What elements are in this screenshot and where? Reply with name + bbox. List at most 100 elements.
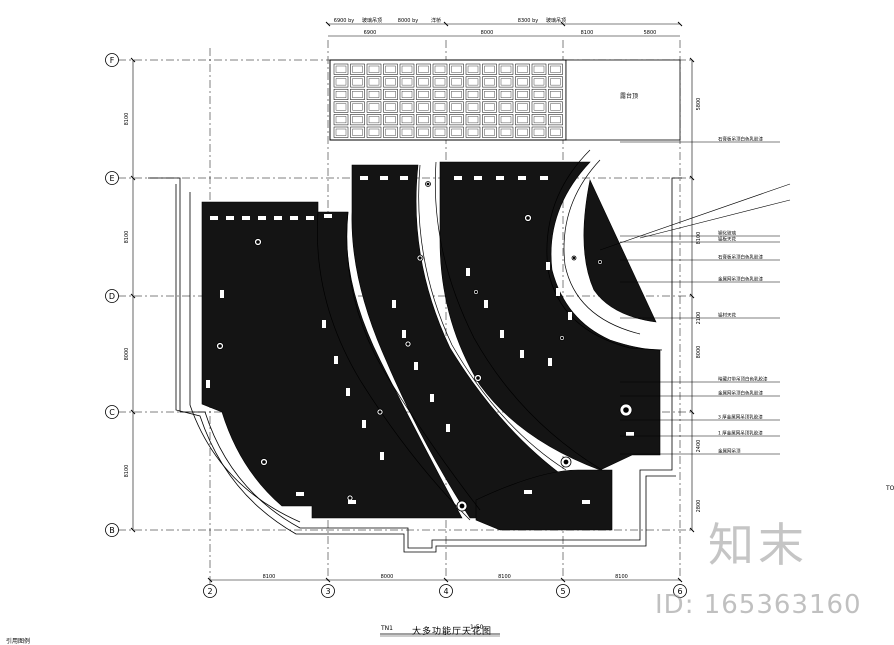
skylight-cell-frame (418, 65, 429, 73)
drawing-title: 大多功能厅天花图 (412, 627, 493, 637)
skylight-cell (416, 88, 431, 100)
skylight-cell-frame (434, 103, 446, 111)
skylight-cell-frame (335, 78, 347, 86)
callout-label: 钢化玻璃 (718, 230, 736, 237)
skylight-cell (531, 101, 547, 113)
dimension-label: 8000 by (398, 18, 418, 24)
skylight-cell (531, 88, 547, 100)
skylight-cell-frame (467, 128, 479, 136)
skylight-cell-frame (484, 65, 495, 73)
skylight-cell-frame (550, 116, 561, 124)
svg-text:3: 3 (325, 587, 330, 596)
skylight-cell-frame (401, 78, 413, 86)
ceiling-panels (201, 161, 661, 531)
skylight-cell (399, 126, 415, 138)
skylight-cell-frame (418, 91, 429, 98)
skylight-cell (531, 114, 547, 126)
skylight-cell-frame (368, 91, 380, 98)
light-tag (496, 176, 504, 180)
skylight-cell-frame (335, 128, 347, 136)
skylight-cell-frame (500, 78, 512, 86)
light-tags (206, 176, 634, 504)
light-tag (290, 216, 298, 220)
skylight-cell-frame (434, 116, 446, 124)
skylight-cell-frame (434, 91, 446, 98)
grid-bubble-row-c: C (105, 405, 119, 419)
skylight-cell (416, 126, 431, 138)
dimension-label: 8100 (581, 30, 594, 36)
ceiling-downlight-core (418, 256, 422, 260)
light-tag (346, 388, 350, 396)
light-tag (380, 176, 388, 180)
grid-bubble-col-6: 6 (673, 584, 687, 598)
skylight-cell (350, 76, 365, 88)
skylight-cell (383, 114, 398, 126)
ceiling-downlight-core (476, 376, 480, 380)
light-tag (274, 216, 282, 220)
light-tag (206, 380, 210, 388)
light-tag (402, 330, 406, 338)
light-tag (484, 300, 488, 308)
skylight-cell-frame (401, 116, 413, 124)
light-tag (334, 356, 338, 364)
skylight-cell-frame (550, 128, 561, 136)
skylight-cell-frame (434, 128, 446, 136)
callout-label: 铝材天花 (718, 312, 736, 319)
skylight-cell (432, 88, 448, 100)
svg-text:C: C (109, 408, 115, 417)
light-tag (466, 268, 470, 276)
skylight-cell-frame (484, 116, 495, 124)
skylight-cell-frame (352, 78, 363, 86)
skylight-cell-frame (385, 116, 396, 124)
dimension-label: 6900 by (334, 18, 354, 24)
light-tag (242, 216, 250, 220)
skylight-cell-frame (550, 78, 561, 86)
ceiling-downlight-core (563, 459, 569, 465)
skylight-cell (383, 101, 398, 113)
skylight-cell (548, 88, 563, 100)
skylight-cell (350, 126, 365, 138)
skylight-cell (350, 88, 365, 100)
grid-bubble-row-b: B (105, 523, 119, 537)
light-tag (430, 394, 434, 402)
grid-bubble-row-d: D (105, 289, 119, 303)
skylight-cell (548, 114, 563, 126)
grid-bubble-col-5: 5 (556, 584, 570, 598)
skylight-cell-frame (368, 65, 380, 73)
skylight-cell-frame (434, 65, 446, 73)
skylight-cell-frame (352, 65, 363, 73)
drawing-tag: TN1 (381, 625, 393, 632)
skylight-cell-frame (533, 103, 545, 111)
skylight-cell (482, 88, 497, 100)
skylight-cell-frame (500, 103, 512, 111)
skylight-cell-frame (418, 103, 429, 111)
light-tag (582, 500, 590, 504)
skylight-cell (465, 63, 481, 75)
skylight-cell (383, 126, 398, 138)
skylight-cell-frame (368, 103, 380, 111)
skylight-cell (465, 126, 481, 138)
skylight-cell (399, 101, 415, 113)
skylight-cell-frame (368, 78, 380, 86)
skylight-cell-frame (517, 78, 528, 86)
callout-label: 金属网吊顶 (718, 448, 741, 455)
skylight-cell-frame (335, 103, 347, 111)
skylight-cell (333, 126, 349, 138)
dimension-label: 玻璃吊顶 (362, 17, 382, 24)
section-leader (599, 183, 791, 251)
skylight-cell (432, 114, 448, 126)
skylight-cell-frame (533, 116, 545, 124)
skylight-cell (515, 126, 530, 138)
light-tag (400, 176, 408, 180)
ceiling-downlight-core (474, 290, 478, 294)
skylight-cell-frame (352, 128, 363, 136)
skylight-cell (366, 101, 382, 113)
skylight-cell (515, 63, 530, 75)
grid-bubble-col-2: 2 (203, 584, 217, 598)
callout-label: 金属网吊顶白色乳胶漆 (718, 390, 763, 397)
room-label: 露台顶 (620, 92, 638, 100)
skylight-cell (399, 114, 415, 126)
ceiling-downlight-core (623, 407, 629, 413)
skylight-cell-frame (533, 65, 545, 73)
light-tag (524, 490, 532, 494)
